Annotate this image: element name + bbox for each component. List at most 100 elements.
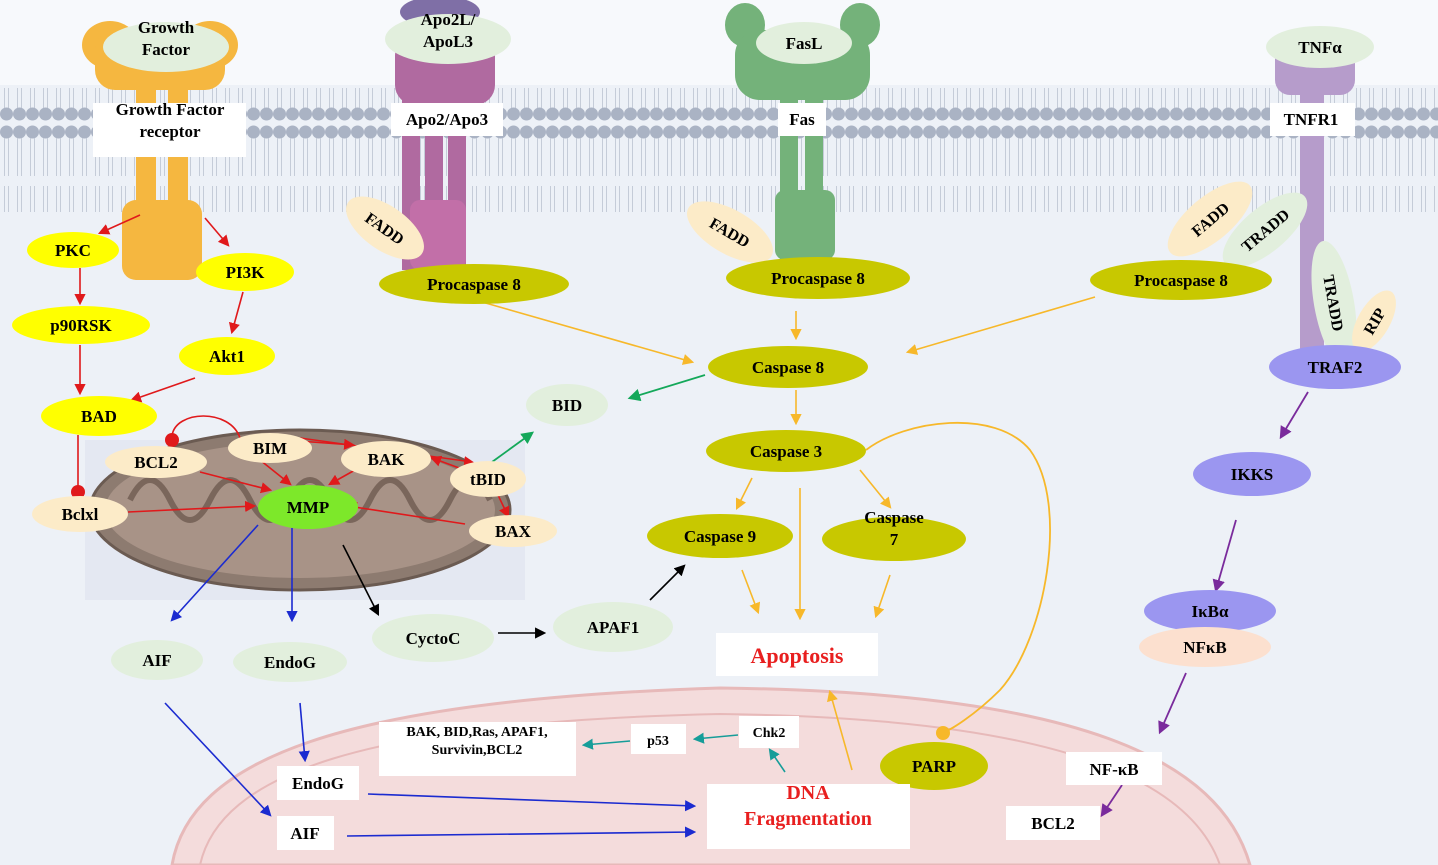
endog-nucleus-label: EndoG xyxy=(292,774,344,793)
bcl2-label: BCL2 xyxy=(134,453,177,472)
arrow-nfkb-nucleus xyxy=(1158,672,1187,735)
p53-targets-box xyxy=(379,722,576,776)
parp-node xyxy=(880,742,988,790)
bid-node xyxy=(526,384,608,426)
bcl2-out-label: BCL2 xyxy=(1031,814,1074,833)
cytoc-label: CyctoC xyxy=(406,629,461,648)
arrow-caspase7-apoptosis xyxy=(873,574,891,619)
mmp-node xyxy=(258,485,358,529)
arrow-tbid-bax xyxy=(497,494,510,519)
inhibit-head-bcl2 xyxy=(165,433,179,447)
arrow-caspase9-apoptosis xyxy=(741,569,761,615)
endog-nucleus-box xyxy=(277,766,359,800)
caspase8-node xyxy=(708,346,868,388)
p53-box xyxy=(631,724,686,754)
ligand-apo2l-label: Apo2L/ApoL3 xyxy=(421,10,476,51)
ikks-label: IKKS xyxy=(1231,465,1274,484)
procaspase8-label-3: Procaspase 8 xyxy=(1134,271,1228,290)
akt1-node xyxy=(179,337,275,375)
bax-node xyxy=(469,515,557,547)
bclxl-node xyxy=(32,496,128,532)
arrow-ikks-ikba xyxy=(1212,519,1237,593)
apo2-label: Apo2/Apo3 xyxy=(406,110,488,129)
apoptosis-label: Apoptosis xyxy=(751,643,844,668)
endog-label: EndoG xyxy=(264,653,316,672)
arrow-bid-tbid xyxy=(491,431,535,463)
fas-label: Fas xyxy=(789,110,815,129)
arrow-bcl2-mmp xyxy=(199,471,273,494)
ligand-growth-factor xyxy=(103,22,229,72)
endog-node xyxy=(233,642,347,682)
p90rsk-node xyxy=(12,306,150,344)
arrow-pi3k-akt1 xyxy=(228,291,244,335)
bak-node xyxy=(341,441,431,477)
bad-label: BAD xyxy=(81,407,117,426)
aif-nucleus-box xyxy=(277,816,334,850)
bcl2-out-box xyxy=(1006,806,1100,840)
tnfr1-label: TNFR1 xyxy=(1284,110,1339,129)
arrow-dna-apoptosis xyxy=(827,689,853,771)
procaspase8-node-1 xyxy=(379,264,569,304)
arrow-apaf1-caspase9 xyxy=(649,564,686,601)
procaspase8-node-2 xyxy=(726,257,910,299)
inhibit-head-parp xyxy=(936,726,950,740)
mmp-label: MMP xyxy=(287,498,329,517)
caspase3-node xyxy=(706,430,866,472)
aif-label: AIF xyxy=(142,651,171,670)
arrow-dna-chk2 xyxy=(768,748,786,773)
ligand-tnfa xyxy=(1266,26,1374,68)
arrow-bclxl-mmp xyxy=(127,500,257,513)
nf-kb-label: NF-κB xyxy=(1089,760,1138,779)
caspase3-label: Caspase 3 xyxy=(750,442,822,461)
tbid-label: tBID xyxy=(470,470,506,489)
inhibit-caspase3-parp xyxy=(865,422,1051,733)
aif-nucleus-label: AIF xyxy=(290,824,319,843)
traf2-node xyxy=(1269,345,1401,389)
ikba-node xyxy=(1144,590,1276,632)
caspase8-label: Caspase 8 xyxy=(752,358,824,377)
nf-kb-box xyxy=(1066,752,1162,785)
ligand-tnfa-label: TNFα xyxy=(1298,38,1342,57)
p90rsk-label: p90RSK xyxy=(50,316,112,335)
bak-label: BAK xyxy=(368,450,406,469)
procaspase8-node-3 xyxy=(1090,260,1272,300)
arrow-mmp-cytoc xyxy=(342,544,380,616)
arrow-chk2-p53 xyxy=(692,732,739,744)
arrow-nf-kb-bcl2 xyxy=(1100,784,1123,818)
pkc-label: PKC xyxy=(55,241,91,260)
arrow-procaspase8-3-caspase8 xyxy=(905,296,1096,355)
ligand-apo2l xyxy=(385,14,511,64)
fadd-node-1: FADD xyxy=(346,196,424,260)
arrow-endog-nucleus xyxy=(298,702,310,763)
apoptosis-box xyxy=(716,633,878,676)
caspase9-node xyxy=(647,514,793,558)
rip-node: RIP xyxy=(1352,290,1396,352)
arrow-aif-dna xyxy=(346,826,697,838)
bcl2-node xyxy=(105,446,207,478)
arrow-procaspase8-1-caspase8 xyxy=(474,299,695,365)
tnfr1-label-box xyxy=(1270,103,1355,136)
apaf1-node xyxy=(553,602,673,652)
arrow-mmp-aif xyxy=(170,524,259,622)
fas-label-box xyxy=(778,103,826,136)
ligand-fasl xyxy=(756,22,852,64)
arrow-bax-mmp xyxy=(345,501,466,525)
bid-label: BID xyxy=(552,396,582,415)
procaspase8-label-1: Procaspase 8 xyxy=(427,275,521,294)
arrow-caspase3-caspase9 xyxy=(735,477,753,511)
tradd-node-2: TRADD xyxy=(1311,240,1357,366)
p53-targets-label: BAK, BID,Ras, APAF1,Survivin,BCL2 xyxy=(406,725,547,758)
arrow-bak-mmp xyxy=(328,469,356,486)
tbid-node xyxy=(450,461,526,497)
chk2-label: Chk2 xyxy=(753,726,786,741)
apaf1-label: APAF1 xyxy=(587,618,640,637)
fadd-node-2: FADD xyxy=(687,201,773,263)
inhibit-bim-bcl2 xyxy=(171,415,241,439)
chk2-box xyxy=(739,716,799,748)
bax-label: BAX xyxy=(495,522,532,541)
apo2-label-box xyxy=(391,103,503,136)
